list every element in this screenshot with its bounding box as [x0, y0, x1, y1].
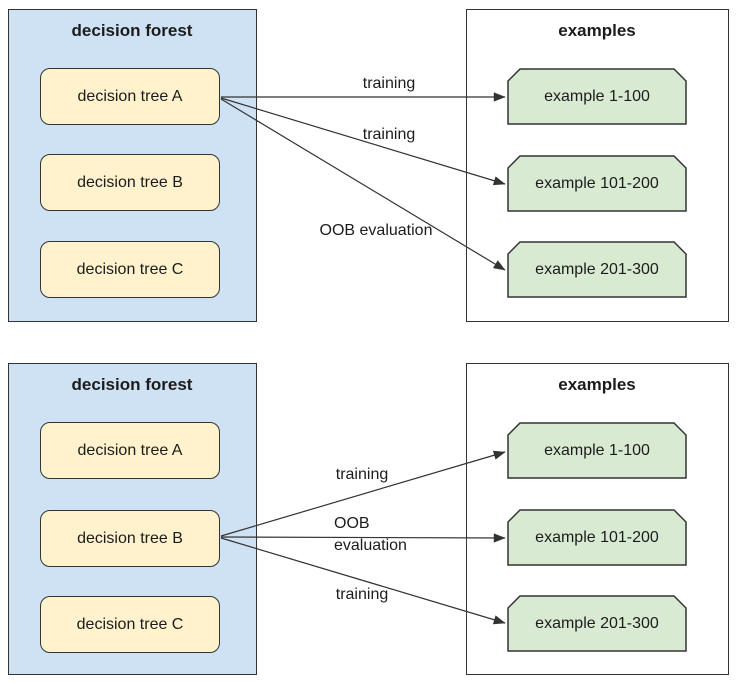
examples-title-bottom: examples	[558, 375, 636, 394]
forest-title-bottom: decision forest	[71, 375, 193, 394]
tree-box-b-bottom: decision tree B	[40, 510, 220, 567]
tree-box-c-top: decision tree C	[40, 241, 220, 298]
tree-box-c-bottom: decision tree C	[40, 596, 220, 653]
beveled-shape	[507, 155, 687, 212]
arrow-label-training-2-top: training	[362, 126, 416, 143]
example-label: example 1-100	[544, 87, 650, 105]
example-box-1-bottom: example 1-100	[507, 422, 687, 479]
beveled-shape	[507, 68, 687, 125]
example-label: example 101-200	[535, 174, 659, 192]
arrow-treeA-example3-oob-evaluation	[220, 98, 506, 271]
tree-label: decision tree C	[76, 615, 184, 633]
example-box-1-top: example 1-100	[507, 68, 687, 125]
example-box-2-top: example 101-200	[507, 155, 687, 212]
example-box-3-top: example 201-300	[507, 241, 687, 298]
tree-label: decision tree A	[77, 441, 183, 459]
tree-label: decision tree B	[77, 529, 183, 547]
tree-label: decision tree B	[77, 173, 183, 191]
arrow-label-oob-evaluation-bottom: OOB evaluation	[334, 513, 407, 557]
tree-box-b-top: decision tree B	[40, 154, 220, 211]
arrow-label-line: evaluation	[334, 537, 407, 554]
tree-label: decision tree C	[76, 260, 184, 278]
tree-box-a-bottom: decision tree A	[40, 422, 220, 479]
example-label: example 1-100	[544, 441, 650, 459]
example-box-3-bottom: example 201-300	[507, 595, 687, 652]
tree-box-a-top: decision tree A	[40, 68, 220, 125]
example-label: example 101-200	[535, 528, 659, 546]
beveled-shape	[507, 422, 687, 479]
tree-label: decision tree A	[77, 87, 183, 105]
example-label: example 201-300	[535, 614, 659, 632]
arrow-label-training-1-bottom: training	[335, 466, 389, 483]
beveled-shape	[507, 595, 687, 652]
example-box-2-bottom: example 101-200	[507, 509, 687, 566]
beveled-shape	[507, 509, 687, 566]
beveled-shape	[507, 241, 687, 298]
arrow-label-training-1-top: training	[362, 75, 416, 92]
arrow-label-oob-evaluation-top: OOB evaluation	[319, 222, 433, 239]
forest-title-top: decision forest	[71, 21, 193, 40]
arrow-label-training-2-bottom: training	[335, 586, 389, 603]
examples-title-top: examples	[558, 21, 636, 40]
arrow-label-line: OOB	[334, 515, 370, 532]
example-label: example 201-300	[535, 260, 659, 278]
